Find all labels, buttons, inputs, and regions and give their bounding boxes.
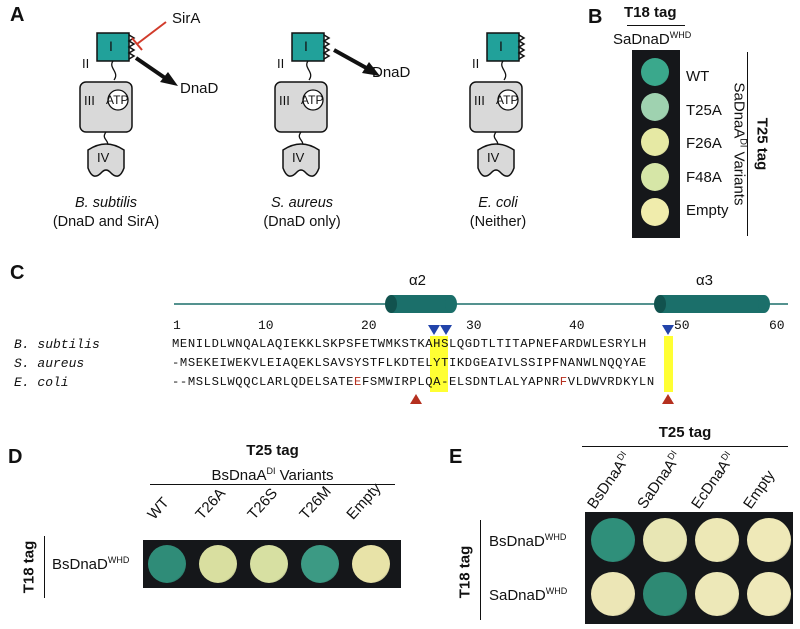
- colony-spot: [641, 93, 669, 121]
- panel-letter-a: A: [10, 4, 25, 26]
- colony-spot: [199, 545, 237, 583]
- domain-ii-label: II: [472, 56, 480, 71]
- t25-desc: BsDnaADI Variants: [211, 466, 334, 484]
- species-name: B. subtilis: [14, 337, 100, 352]
- variant-label: T25A: [686, 101, 722, 119]
- colony-spot: [148, 545, 186, 583]
- t25-header-group: T25 tag BsDnaADI Variants: [150, 441, 395, 486]
- colony-spot: [250, 545, 288, 583]
- t18-protein: SaDnaDWHD: [613, 30, 692, 48]
- domain-iv-label: IV: [487, 150, 500, 165]
- sequence-row-ecoli: --MSLSLWQQCLARLQDELSATEEFSMWIRPLQA-ELSDN…: [172, 375, 655, 389]
- helix-label-a2: α2: [409, 272, 427, 289]
- dnad-label-1: DnaD: [180, 80, 219, 97]
- agar-plate-strip: [143, 540, 401, 588]
- domain-i-label: I: [499, 38, 503, 54]
- divider: [480, 520, 481, 620]
- organism-caption-2: S. aureus (DnaD only): [222, 194, 382, 232]
- row-protein: BsDnaDWHD: [489, 532, 567, 550]
- ruler-10: 10: [258, 318, 274, 333]
- divider: [747, 52, 748, 236]
- species-note: (Neither): [469, 214, 527, 230]
- domain-iv-label: IV: [292, 150, 305, 165]
- agar-plate: [585, 512, 793, 624]
- atp-label: ATP: [301, 93, 324, 107]
- protein-schematic-ecoli: [469, 32, 526, 177]
- colony-spot: [747, 572, 791, 616]
- t18-header: T18 tag: [20, 540, 38, 594]
- domain-iv-label: IV: [97, 150, 110, 165]
- atp-label: ATP: [106, 93, 129, 107]
- domain-ii-label: II: [277, 56, 285, 71]
- species-name: S. aureus: [14, 356, 85, 371]
- species-name: S. aureus: [270, 195, 334, 211]
- variant-label: Empty: [686, 202, 729, 219]
- divider: [150, 484, 395, 485]
- panel-letter-b: B: [588, 6, 603, 28]
- t18-header: T18 tag: [624, 4, 677, 21]
- highlight-column: [430, 336, 448, 392]
- colony-spot: [641, 128, 669, 156]
- ruler-60: 60: [769, 318, 785, 333]
- colony-spot: [695, 518, 739, 562]
- domain-i-label: I: [304, 38, 308, 54]
- variant-label: F48A: [686, 168, 722, 186]
- ruler-50: 50: [674, 318, 690, 333]
- organism-caption-3: E. coli (Neither): [418, 194, 578, 232]
- helix-label-a3: α3: [696, 272, 714, 289]
- t25-header: T25 tag: [246, 442, 299, 459]
- colony-spot: [643, 518, 687, 562]
- species-name: E. coli: [478, 195, 518, 211]
- t25-header: T25 tag: [658, 424, 712, 441]
- species-name: B. subtilis: [74, 195, 138, 211]
- colony-spot: [301, 545, 339, 583]
- protein-schematic-bsubtilis: [79, 21, 178, 177]
- colony-spot: [643, 572, 687, 616]
- protein-schematic-saureus: [274, 32, 380, 177]
- sira-label: SirA: [172, 10, 201, 27]
- colony-spot: [641, 58, 669, 86]
- panel-letter-c: C: [10, 262, 25, 284]
- variant-label: WT: [686, 68, 710, 85]
- domain-i-label: I: [109, 38, 113, 54]
- ruler-1: 1: [173, 318, 181, 333]
- organism-caption-1: B. subtilis (DnaD and SirA): [26, 194, 186, 232]
- variant-label: F26A: [686, 135, 722, 152]
- variant-list: WT T25A F26A F48A Empty: [686, 60, 729, 228]
- domain-iii-label: III: [84, 93, 95, 108]
- colony-spot: [352, 545, 390, 583]
- colony-spot: [747, 518, 791, 562]
- divider: [582, 446, 788, 447]
- ruler-40: 40: [569, 318, 585, 333]
- domain-iii-label: III: [474, 93, 485, 108]
- divider: [627, 25, 685, 26]
- sequence-row-saureus: -MSEKEIWEKVLEIAQEKLSAVSYSTFLKDTELYTIKDGE…: [172, 356, 647, 370]
- t18-header: T18 tag: [456, 545, 474, 599]
- row-protein: BsDnaDWHD: [52, 555, 130, 573]
- sequence-row-bsubtilis: MENILDLWNQALAQIEKKLSKPSFETWMKSTKAHSLQGDT…: [172, 337, 647, 351]
- row-protein: SaDnaDWHD: [489, 586, 568, 604]
- species-name: E. coli: [14, 375, 69, 390]
- panel-letter-e: E: [449, 446, 463, 468]
- agar-plate-strip: [632, 50, 680, 238]
- panel-letter-d: D: [8, 446, 23, 468]
- ruler-20: 20: [361, 318, 377, 333]
- species-note: (DnaD and SirA): [52, 214, 160, 230]
- atp-label: ATP: [496, 93, 519, 107]
- divider: [44, 536, 45, 598]
- colony-spot: [591, 518, 635, 562]
- species-note: (DnaD only): [263, 214, 341, 230]
- domain-iii-label: III: [279, 93, 290, 108]
- colony-spot: [641, 198, 669, 226]
- colony-spot: [641, 163, 669, 191]
- colony-spot: [591, 572, 635, 616]
- highlight-column: [664, 336, 673, 392]
- colony-spot: [695, 572, 739, 616]
- ruler-30: 30: [466, 318, 482, 333]
- domain-ii-label: II: [82, 56, 90, 71]
- dnad-label-2: DnaD: [372, 64, 411, 81]
